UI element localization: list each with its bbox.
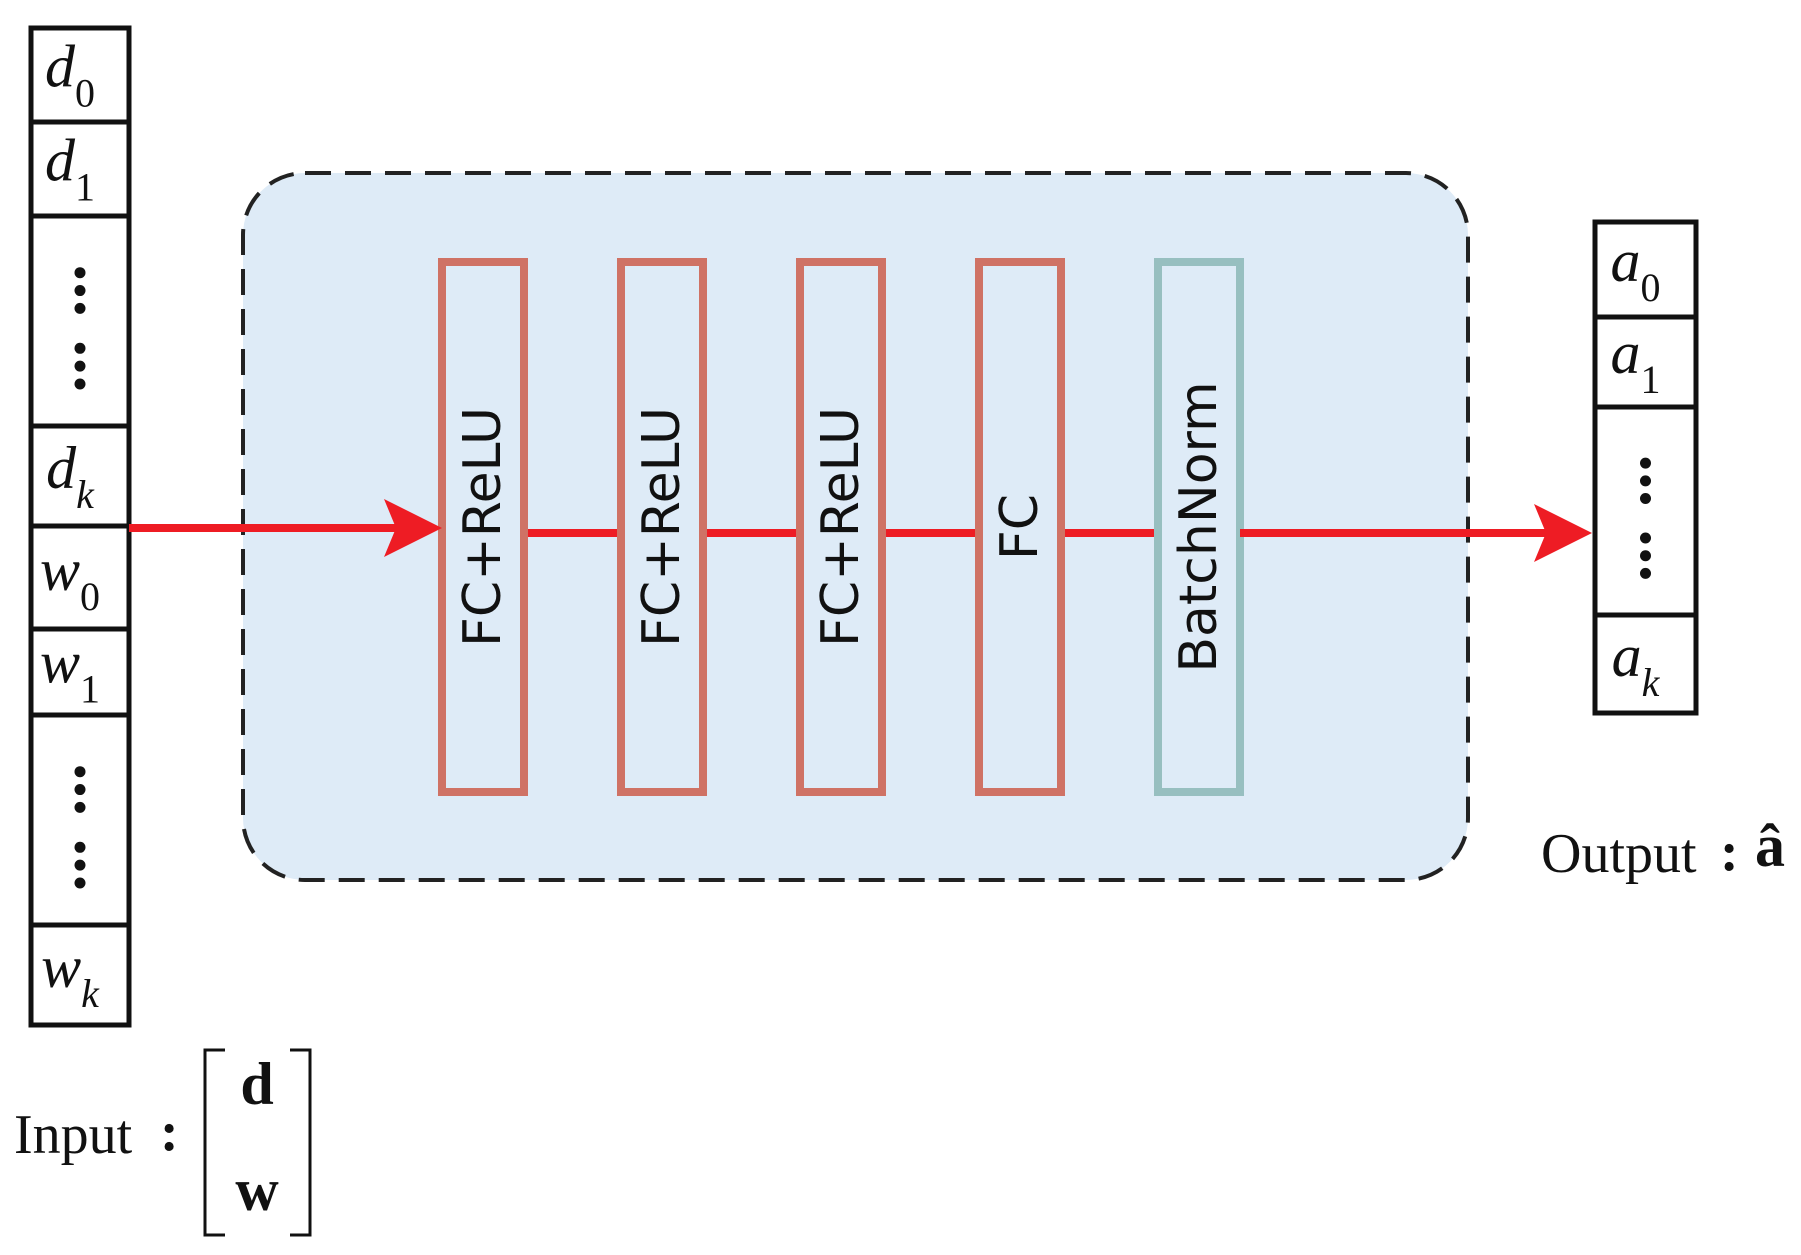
output-label: Output : â	[1541, 813, 1785, 885]
output-vector-cell-base: a	[1611, 320, 1641, 386]
input-vector-cell: d1	[31, 119, 129, 209]
input-label-colon: :	[160, 1101, 179, 1163]
output-vector-ellipsis-dot	[1640, 457, 1651, 469]
output-vector-cell-label: ak	[1612, 623, 1661, 705]
layer-label: FC+ReLU	[811, 407, 871, 647]
input-vector-cell-base: w	[41, 934, 81, 1000]
layer-box	[1154, 258, 1244, 796]
input-matrix-bottom: w	[235, 1157, 279, 1223]
layer-block-3: FC+ReLU	[796, 258, 886, 796]
input-vector-cell-label: dk	[46, 435, 95, 517]
output-vector-cell-base: a	[1612, 623, 1642, 689]
input-vector-cell-base: w	[40, 629, 80, 695]
input-vector-cell-subscript: k	[81, 971, 100, 1016]
layer-box	[975, 258, 1065, 796]
layer-stack: FC+ReLU FC+ReLU FC+ReLU FC BatchNorm	[438, 258, 1244, 796]
input-vector-cell-label: w1	[40, 629, 100, 711]
layer-label: BatchNorm	[1169, 381, 1229, 672]
input-vector-cell: d0	[45, 33, 95, 115]
input-vector-cell: wk	[31, 922, 129, 1016]
input-vector-ellipsis-dot	[74, 378, 86, 390]
input-vector-cell-label: d0	[45, 33, 95, 115]
input-vector-ellipsis-dot	[74, 859, 86, 871]
input-vector-cell: dk	[31, 423, 129, 517]
input-vector-ellipsis-dot	[74, 877, 86, 889]
input-label: Input : d w	[14, 1048, 312, 1237]
output-label-colon: :	[1720, 821, 1739, 883]
input-vector-cell: w1	[31, 626, 129, 711]
output-arrow-head	[1534, 504, 1592, 562]
output-symbol: â	[1755, 813, 1785, 879]
input-vector-cell-label: d1	[45, 127, 95, 209]
output-vector-cell	[1595, 404, 1696, 579]
layer-block-1: FC+ReLU	[438, 258, 528, 796]
input-vector-ellipsis-dot	[74, 784, 86, 796]
layer-block-2: FC+ReLU	[617, 258, 707, 796]
input-vector-cell-base: d	[45, 33, 76, 99]
input-vector-cell-label: w0	[40, 537, 100, 619]
output-vector-cell-subscript: 1	[1641, 357, 1661, 402]
input-matrix-top: d	[240, 1051, 273, 1117]
input-vector-cell-subscript: 1	[75, 164, 95, 209]
input-vector-cell-base: d	[46, 435, 77, 501]
output-vector-cell-subscript: k	[1642, 660, 1661, 705]
output-vector-cell-label: a0	[1611, 228, 1661, 310]
output-vector-ellipsis	[1640, 457, 1651, 579]
output-vector-ellipsis-dot	[1640, 475, 1651, 487]
input-vector-ellipsis-dot	[74, 841, 86, 853]
input-vector-ellipsis-dot	[74, 342, 86, 354]
input-vector-cell-subscript: k	[76, 472, 95, 517]
layer-label: FC+ReLU	[453, 407, 513, 647]
input-vector-cell-base: d	[45, 127, 76, 193]
input-vector-cell	[31, 712, 129, 889]
input-vector-cell-label: wk	[41, 934, 100, 1016]
layer-box	[796, 258, 886, 796]
output-vector-ellipsis-dot	[1640, 567, 1651, 579]
output-vector-cell-subscript: 0	[1641, 265, 1661, 310]
input-vector-ellipsis-dot	[74, 302, 86, 314]
output-vector-ellipsis-dot	[1640, 532, 1651, 544]
input-vector-cell-base: w	[40, 537, 80, 603]
layer-block-5: BatchNorm	[1154, 258, 1244, 796]
output-label-text: Output	[1541, 823, 1697, 885]
input-arrow	[129, 499, 442, 557]
input-vector-ellipsis-dot	[74, 267, 86, 279]
input-label-text: Input	[14, 1104, 133, 1166]
output-vector-cell: a1	[1595, 314, 1696, 402]
output-vector-cell: a0	[1611, 228, 1661, 310]
output-arrow	[1240, 504, 1592, 562]
layer-block-4: FC	[975, 258, 1065, 796]
input-vector-cell-subscript: 1	[80, 666, 100, 711]
input-matrix-right-bracket	[290, 1048, 312, 1237]
layer-box	[438, 258, 528, 796]
output-vector-ellipsis-dot	[1640, 550, 1651, 562]
input-arrow-head	[384, 499, 442, 557]
input-matrix-left-bracket	[203, 1048, 225, 1237]
input-vector-cell: w0	[31, 523, 129, 619]
layer-label: FC	[990, 494, 1050, 560]
input-vector-ellipsis-dot	[74, 285, 86, 297]
output-vector-ellipsis-dot	[1640, 493, 1651, 505]
input-vector-ellipsis-dot	[74, 360, 86, 372]
output-vector-cell-label: a1	[1611, 320, 1661, 402]
input-vector-ellipsis	[74, 766, 86, 889]
layer-label: FC+ReLU	[632, 407, 692, 647]
input-vector-cell-subscript: 0	[75, 70, 95, 115]
input-vector-cell-subscript: 0	[80, 574, 100, 619]
input-vector-ellipsis	[74, 267, 86, 390]
output-vector-cell: ak	[1595, 612, 1696, 705]
input-vector-ellipsis-dot	[74, 766, 86, 778]
input-vector-ellipsis-dot	[74, 801, 86, 813]
input-vector-cell	[31, 213, 129, 390]
output-vector-cell-base: a	[1611, 228, 1641, 294]
flow-arrows	[129, 499, 1592, 562]
output-vector-frame	[1592, 219, 1699, 716]
layer-box	[617, 258, 707, 796]
